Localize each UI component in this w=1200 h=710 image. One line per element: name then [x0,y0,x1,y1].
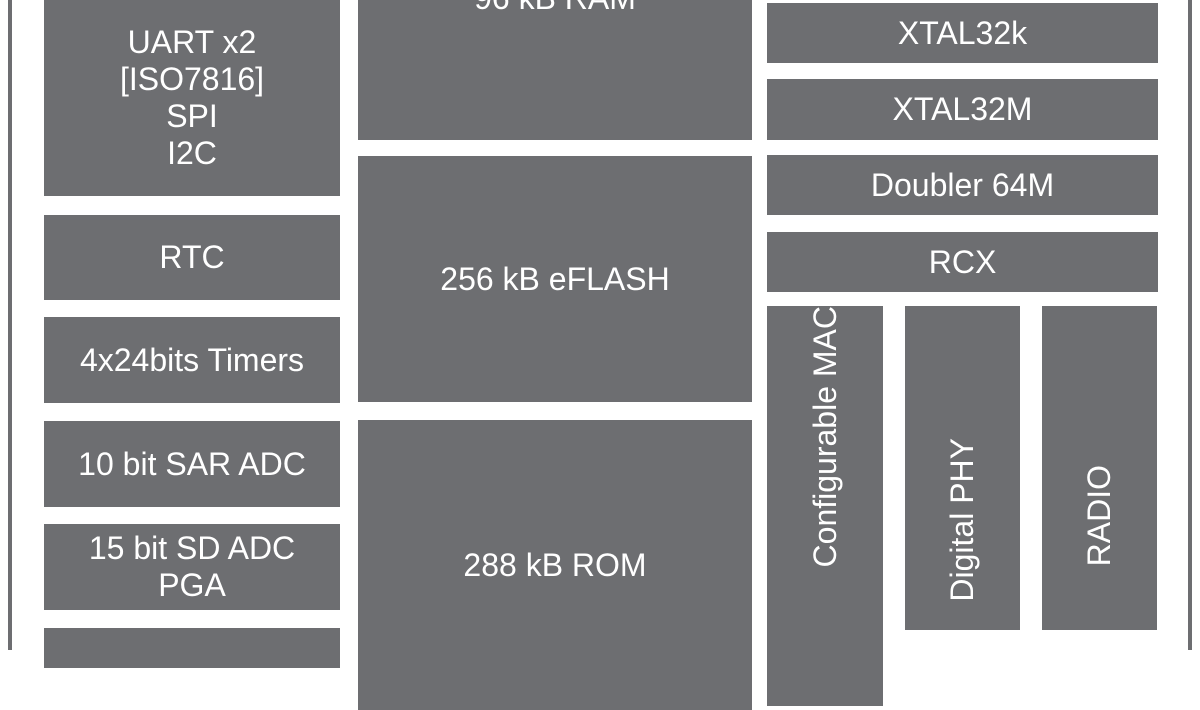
sd-adc-block: 15 bit SD ADC PGA [44,524,340,610]
rom-block: 288 kB ROM [358,420,752,710]
next-left-block [44,628,340,668]
radio-label: RADIO [1081,464,1117,566]
sar-adc-block: 10 bit SAR ADC [44,421,340,507]
ram-block: 96 kB RAM [358,0,752,140]
xtal32m-block: XTAL32M [767,79,1158,140]
ram-label: 96 kB RAM [474,0,636,17]
rtc-block: RTC [44,215,340,300]
timers-block: 4x24bits Timers [44,317,340,403]
eflash-block: 256 kB eFLASH [358,156,752,402]
mac-label: Configurable MAC [806,306,843,568]
uart-block: UART x2 [ISO7816] SPI I2C [44,0,340,196]
rcx-block: RCX [767,232,1158,292]
rom-label: 288 kB ROM [463,547,647,583]
xtal32k-block: XTAL32k [767,3,1158,63]
outer-border-left [8,0,12,650]
phy-label: Digital PHY [944,438,980,602]
outer-border-right [1188,0,1192,650]
radio-block: RADIO [1042,306,1157,630]
mac-block: Configurable MAC [767,306,883,706]
phy-block: Digital PHY [905,306,1020,630]
doubler-block: Doubler 64M [767,155,1158,215]
